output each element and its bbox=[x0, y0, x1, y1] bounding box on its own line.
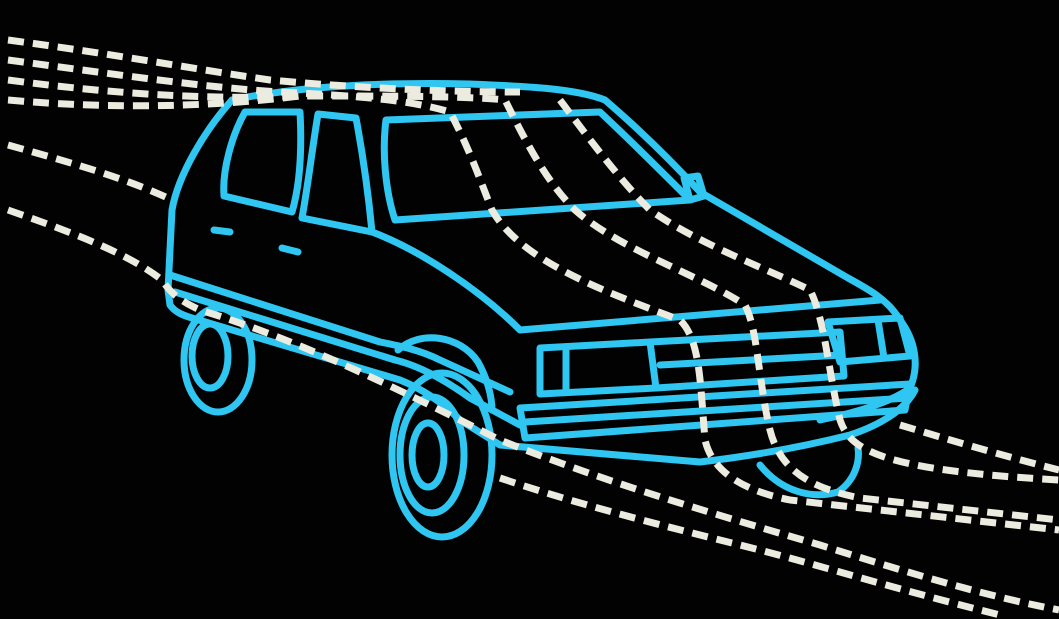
airflow-line-5 bbox=[8, 145, 172, 200]
car-roof bbox=[232, 84, 915, 420]
car-wireframe-icon bbox=[168, 84, 915, 537]
car-grille-bar bbox=[660, 355, 842, 365]
car-headlight-left bbox=[540, 342, 656, 394]
car-middle-window bbox=[302, 114, 372, 232]
car-rear-window bbox=[224, 112, 301, 212]
car-front-right-wheel bbox=[760, 448, 858, 495]
car-headlight-right-divider bbox=[878, 320, 884, 358]
car-front-wheel-inner bbox=[412, 423, 444, 487]
car-hood bbox=[372, 232, 880, 330]
car-door-handle-rear bbox=[214, 230, 230, 232]
car-rear-wheel-inner bbox=[192, 324, 228, 388]
airflow-line-7 bbox=[500, 478, 1000, 615]
car-door-handle-front bbox=[282, 248, 298, 252]
